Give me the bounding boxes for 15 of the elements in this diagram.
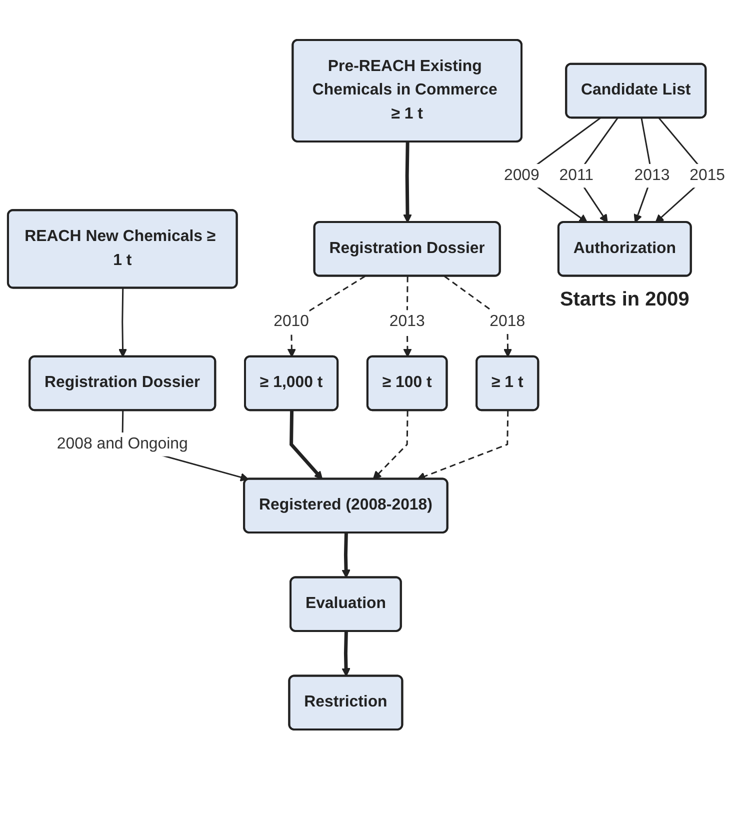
node-caption: Starts in 2009 (560, 288, 690, 311)
edge-label: 2008 and Ongoing (56, 436, 188, 453)
arrow (342, 533, 350, 578)
arrow (118, 288, 128, 358)
edge-label: 2013 (389, 313, 425, 330)
edge-label: 2018 (490, 313, 526, 330)
edge-label: 2009 (504, 167, 540, 184)
edge-label: 2013 (634, 167, 670, 184)
edge-label: 2015 (690, 167, 726, 184)
arrow (403, 142, 412, 224)
arrow (290, 410, 323, 480)
arrow (372, 410, 408, 480)
arrow (342, 632, 350, 677)
edge-label: 2010 (274, 313, 310, 330)
edge-label: 2011 (559, 167, 594, 184)
